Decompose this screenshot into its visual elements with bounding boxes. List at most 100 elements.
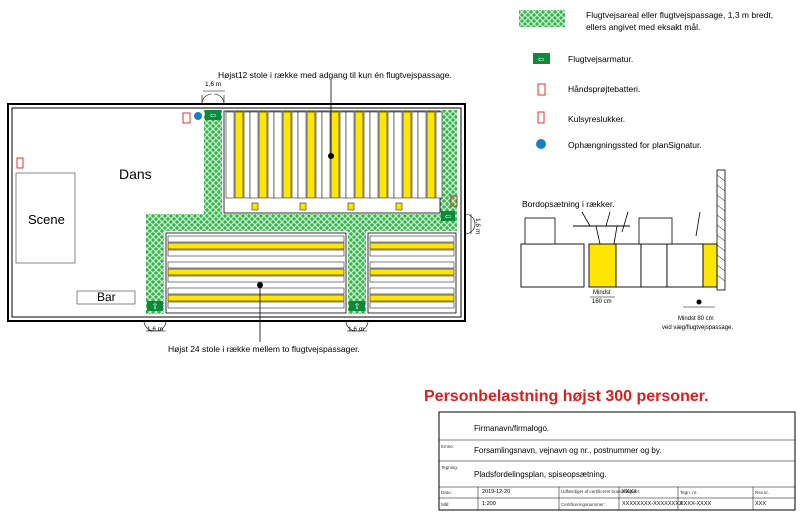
detail-min80-line2: ved væg/flugtvejspassage. [662, 325, 734, 331]
building-outer-wall [7, 103, 466, 322]
chair-row [291, 111, 299, 199]
company-name: Firmanavn/firmalogo. [474, 424, 550, 433]
detail-min160-line1: Mindst [593, 290, 611, 296]
escape-sign-icon: ⇧ [349, 301, 365, 311]
tegning-value: Pladsfordelingsplan, spiseopsætning. [474, 470, 607, 479]
legend-hose-icon [537, 83, 546, 96]
dimension-label-bottom-right: 1,6 m [348, 326, 365, 333]
svg-text:⇧: ⇧ [354, 302, 361, 311]
udfaerdiget-label: Udfærdiget af certificeret brandrådgiver… [561, 489, 641, 494]
escape-sign-icon: ⇦ [205, 110, 221, 120]
dimension-label-right: 1,6 m [474, 218, 481, 235]
escape-sign-icon: ⇧ [147, 301, 163, 311]
table-row [369, 242, 455, 250]
table-row [167, 268, 345, 276]
table-row [306, 111, 316, 199]
table-detail-drawing [520, 169, 726, 308]
chair-row [297, 111, 307, 199]
legend-hose: Håndsprøjtebatteri. [568, 84, 641, 94]
bar-counter [76, 290, 136, 305]
emne-value: Forsamlingsnavn, vejnavn og nr., postnum… [474, 446, 662, 455]
hose-reel-icon [182, 112, 191, 124]
table-row [369, 268, 455, 276]
annotation-leaders [259, 80, 332, 342]
chair-row [345, 111, 355, 199]
lower-seating-left [165, 232, 347, 314]
annotation-top: Højst12 stole i række med adgang til kun… [218, 70, 452, 80]
legend-escape-sign: Flugtvejsarmatur. [568, 54, 634, 64]
chair-row [167, 235, 345, 243]
emne-label: Emne: [441, 444, 455, 449]
table-row [282, 111, 292, 199]
detail-min160-line2: 160 cm [592, 299, 612, 305]
tegn-label: Tegn. nr. [680, 490, 698, 495]
chair-row [369, 235, 455, 243]
chair-row [363, 111, 371, 199]
cert-value: XXXXXXXX-XXXXXXXX [622, 501, 683, 507]
svg-text:⇧: ⇧ [152, 302, 159, 311]
dato-value: 2019-12-20 [482, 489, 511, 495]
door-right [464, 213, 476, 235]
legend-signature: Ophængningssted for planSignatur. [568, 140, 702, 150]
chair-row [339, 111, 347, 199]
chair-row [267, 111, 275, 199]
chair-row [167, 287, 345, 295]
legend-extinguisher: Kulsyreslukker. [568, 114, 626, 124]
tegn-value: XXXX-XXXX [680, 501, 712, 507]
scene-area [15, 172, 76, 264]
chair-row [369, 301, 455, 309]
table-row [167, 294, 345, 302]
tegning-label: Tegning: [441, 465, 459, 470]
detail-min80-line1: Mindst 80 cm [678, 316, 714, 322]
legend-escape-area: Flugtvejsareal eller flugtvejspassage, 1… [586, 9, 773, 33]
chair-row [273, 111, 283, 199]
annotation-bottom: Højst 24 stole i række mellem to flugtve… [168, 344, 360, 354]
table-row [378, 111, 388, 199]
chair-row [369, 111, 379, 199]
table-row [402, 111, 412, 199]
title-block [438, 411, 796, 511]
table-end [395, 202, 403, 211]
chair-row [167, 261, 345, 269]
chair-row [417, 111, 427, 199]
signature-location-icon [194, 112, 202, 120]
lower-seating-right [367, 232, 457, 314]
room-label-scene: Scene [28, 212, 65, 227]
legend-escape-area-line2: ellers angivet med eksakt mål. [586, 22, 701, 32]
chair-row [243, 111, 251, 199]
legend-escape-area-swatch [519, 10, 565, 27]
legend-signature-icon [536, 139, 546, 149]
chair-row [167, 249, 345, 257]
chair-row [393, 111, 403, 199]
table-row [234, 111, 244, 199]
table-row [369, 294, 455, 302]
extinguisher-icon [16, 157, 24, 169]
room-label-bar: Bar [97, 290, 116, 304]
chair-row [225, 111, 235, 199]
legend-escape-area-line1: Flugtvejsareal eller flugtvejspassage, 1… [586, 10, 774, 20]
dimension-lines [146, 90, 472, 332]
table-end [251, 202, 259, 211]
maal-value: 1:200 [482, 501, 496, 507]
escape-sign-icon: ⇦ [441, 211, 455, 221]
chair-row [167, 275, 345, 283]
chair-row [167, 301, 345, 309]
chair-row [369, 261, 455, 269]
chair-row [315, 111, 323, 199]
svg-text:⇦: ⇦ [210, 111, 217, 120]
capacity-title: Personbelastning højst 300 personer. [424, 388, 709, 405]
udfaerdiget-value: XXXX [622, 489, 637, 495]
annotation-dot [328, 153, 334, 159]
table-row [354, 111, 364, 199]
annotation-dot [257, 282, 263, 288]
table-row [258, 111, 268, 199]
legend-escape-sign-icon: ⇦ [533, 53, 550, 64]
cert-label: Certificeringsnummer: [561, 502, 606, 507]
table-row [426, 111, 436, 199]
dimension-label-bottom-left: 1,6 m [147, 326, 164, 333]
chair-row [435, 111, 443, 199]
table-row [167, 242, 345, 250]
upper-seating-block [223, 110, 443, 214]
dato-label: Dato: [441, 490, 452, 495]
